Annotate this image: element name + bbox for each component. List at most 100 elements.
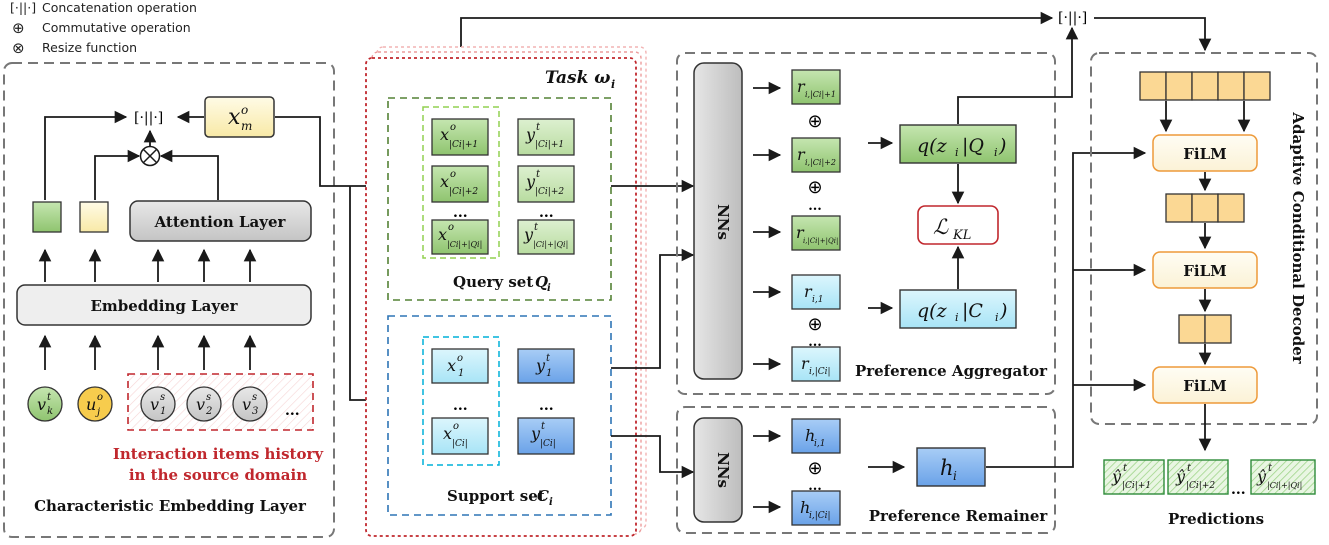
- query-y-1-base: y: [525, 125, 536, 144]
- query-y-1-sup: t: [536, 122, 541, 133]
- prediction-3: [1250, 459, 1316, 495]
- predictions-title: Predictions: [1168, 510, 1264, 528]
- embedding-panel-title: Characteristic Embedding Layer: [34, 497, 307, 515]
- plus-icon-aggregator-3: ⊕: [807, 314, 822, 335]
- r-query-2: [791, 137, 841, 173]
- query-y-1: [517, 118, 575, 156]
- prediction-2: [1167, 459, 1229, 495]
- r-query-2-sub: i,|Ci|+2: [805, 158, 836, 167]
- uj-sup: o: [97, 392, 103, 403]
- decoder-hidden-vector-2: [1178, 314, 1232, 344]
- r-support-1-base: r: [804, 282, 813, 301]
- source-item-node: [77, 386, 113, 422]
- support-x-1: [431, 348, 489, 384]
- query-y-3-sup: t: [534, 222, 539, 233]
- prediction-1: [1103, 459, 1165, 495]
- r-support-dots: ...: [808, 335, 822, 350]
- preference-aggregator-panel: NNs r i,|Ci|+1 ⊕ r i,|Ci|+2 ⊕ ... r i,|C…: [676, 52, 1056, 395]
- remainer-nns-label: NNs: [714, 452, 732, 488]
- query-y-dots: ...: [539, 205, 554, 221]
- support-y-2-base: y: [530, 424, 541, 443]
- r-query-dots: ...: [808, 199, 822, 214]
- legend-concat-symbol: [·||·]: [10, 0, 36, 15]
- v1-base: v: [150, 395, 159, 414]
- prediction-1-sub: |Ci|+1: [1122, 481, 1151, 491]
- query-y-3: [517, 219, 575, 255]
- query-x-3-sup: o: [448, 222, 454, 233]
- preference-remainer-panel: NNs h i,1 ⊕ ... h i,|Ci| h i Preference …: [676, 406, 1056, 534]
- r-query-1-base: r: [797, 77, 806, 96]
- xmo-base: x: [228, 105, 241, 130]
- prediction-1-base: ŷ: [1111, 467, 1122, 486]
- query-y-2-base: y: [525, 172, 536, 191]
- svg-text:): ): [999, 300, 1007, 322]
- vk-sup: t: [47, 392, 52, 403]
- v2-sub: 2: [205, 406, 212, 417]
- h-support-1-base: h: [805, 426, 815, 445]
- support-x-1-sup: o: [457, 353, 463, 364]
- xmo-sub: m: [241, 119, 252, 133]
- remainer-title: Preference Remainer: [869, 507, 1049, 525]
- support-set-label: Support set: [447, 487, 545, 505]
- aggregator-title: Preference Aggregator: [855, 362, 1048, 380]
- prediction-3-sup: t: [1268, 463, 1273, 474]
- legend-commutative-text: Commutative operation: [42, 20, 191, 35]
- item-embedding: [79, 201, 109, 233]
- query-x-dots: ...: [453, 205, 468, 221]
- v3-base: v: [242, 395, 251, 414]
- prediction-2-base: ŷ: [1175, 467, 1186, 486]
- embedding-layer: [16, 284, 312, 326]
- h-support-2-sub: i,|Ci|: [809, 511, 831, 521]
- query-x-3-base: x: [438, 225, 447, 244]
- support-y-1-sub: 1: [546, 368, 552, 379]
- support-x-1-sub: 1: [458, 368, 464, 379]
- q-support-c-sub: i: [995, 311, 999, 324]
- support-x-2-base: x: [443, 424, 452, 443]
- uj-base: u: [86, 395, 96, 414]
- v3-sub: 3: [252, 406, 258, 417]
- task-title-sub: i: [611, 78, 615, 91]
- xmo-box: [204, 96, 275, 138]
- r-support-2: [791, 346, 841, 382]
- plus-icon-aggregator-2: ⊕: [807, 177, 822, 198]
- plus-icon-aggregator-1: ⊕: [807, 111, 822, 132]
- legend-resize-icon: ⊗: [12, 39, 25, 57]
- r-query-3-base: r: [796, 223, 805, 242]
- query-y-3-sub: |Ci|+|Qi|: [533, 240, 568, 249]
- support-y-dots: ...: [539, 398, 554, 414]
- query-x-2: [431, 165, 489, 203]
- query-y-2: [517, 165, 575, 203]
- prediction-2-sup: t: [1187, 463, 1192, 474]
- film-2-label: FiLM: [1183, 262, 1227, 280]
- characteristic-embedding-panel: x o m [·||·] Attention Layer Embedding L…: [3, 62, 335, 538]
- h-support-dots: ...: [808, 479, 822, 494]
- hi-base: h: [940, 456, 954, 480]
- prediction-1-sup: t: [1123, 463, 1128, 474]
- vk-sub: k: [47, 406, 53, 417]
- query-x-1-base: x: [440, 125, 449, 144]
- query-y-2-sup: t: [536, 169, 541, 180]
- embedding-layer-label: Embedding Layer: [90, 297, 238, 315]
- query-y-1-sub: |Ci|+1: [535, 140, 564, 150]
- hi-sub: i: [953, 469, 957, 483]
- r-query-2-base: r: [797, 145, 806, 164]
- prediction-3-sub: |Ci|+|Qi|: [1267, 481, 1302, 490]
- hi-box: [916, 447, 986, 487]
- support-set-sub: i: [549, 497, 553, 508]
- q-support-z-sub: i: [955, 311, 959, 324]
- prediction-3-base: ŷ: [1256, 467, 1267, 486]
- query-x-2-sub: |Ci|+2: [449, 187, 478, 197]
- r-query-1: [791, 69, 841, 105]
- query-x-3-sub: |Ci|+|Qi|: [447, 240, 482, 249]
- query-set-sym: Q: [535, 273, 548, 291]
- kl-symbol: ℒ: [933, 215, 949, 239]
- q-query-q-sub: i: [994, 146, 998, 159]
- film-layer-2: [1152, 251, 1258, 289]
- svg-text:): ): [998, 135, 1006, 157]
- history-item-1: [140, 386, 176, 422]
- q-query-head: q(z: [917, 135, 948, 157]
- r-support-1-sub: i,1: [812, 295, 823, 305]
- decoder-input-vector: [1139, 71, 1271, 101]
- predictions: ŷ t |Ci|+1 ŷ t |Ci|+2 ... ŷ t |Ci|+|Qi| …: [1103, 459, 1316, 528]
